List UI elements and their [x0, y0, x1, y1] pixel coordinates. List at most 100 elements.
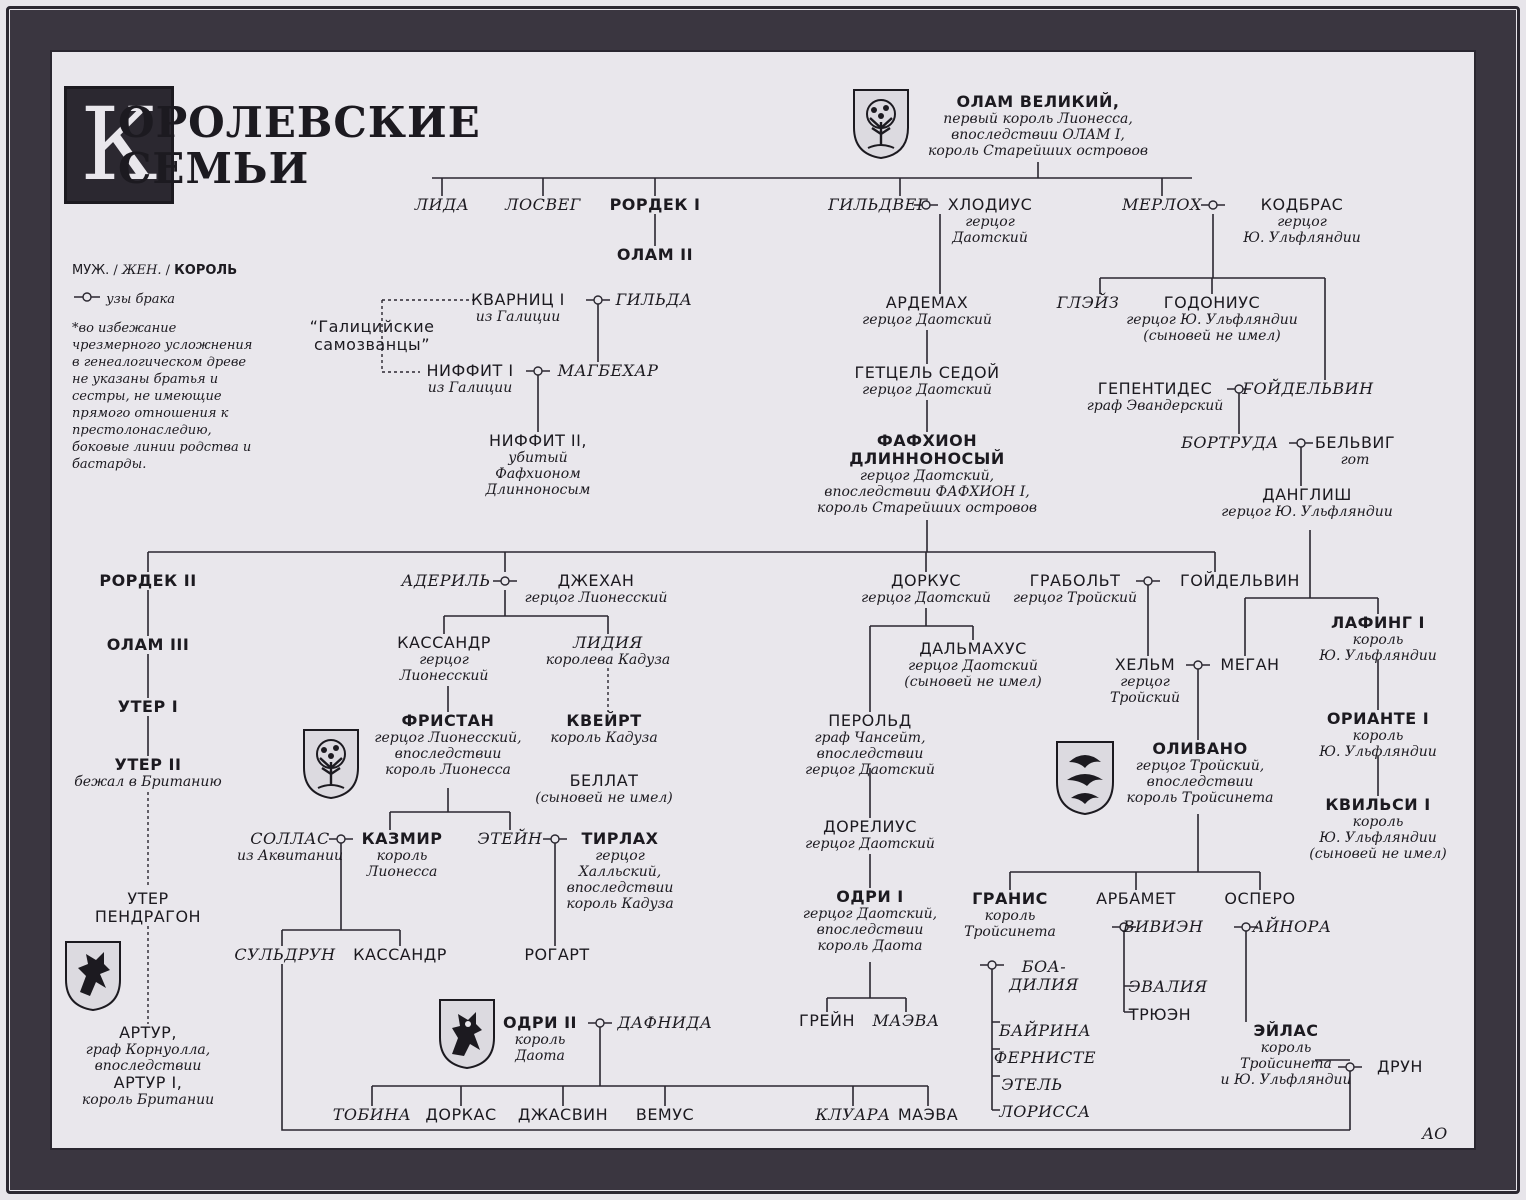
person-title: герцог Даотский,: [859, 468, 995, 484]
tree-line: [826, 608, 974, 1012]
person-name: ЭТЕЙН: [477, 829, 543, 848]
tree-shield-lyonesse: [303, 729, 359, 800]
title-initial: К: [64, 86, 174, 204]
person-title: Длинноносым: [485, 482, 591, 498]
tree-line: [389, 590, 609, 830]
person-name: СОЛЛАС: [250, 829, 330, 848]
person-bellat: БЕЛЛАТ(сыновей не имел): [535, 772, 673, 807]
person-lida: ЛИДА: [415, 196, 469, 214]
tree-line: [281, 964, 1350, 1131]
tree-line: [147, 520, 1216, 572]
person-name: ВЕМУС: [635, 1105, 695, 1124]
person-name: АЙНОРА: [1252, 917, 1332, 936]
person-title: (сыновей не имел): [904, 674, 1042, 690]
person-name: ПЕРОЛЬД: [828, 711, 912, 730]
ornamental-border: [10, 10, 1516, 1190]
person-name: МЕРЛОХ: [1122, 195, 1202, 214]
person-aderil: АДЕРИЛЬ: [401, 572, 490, 590]
person-title: король: [1352, 632, 1404, 648]
dragon-icon: [78, 952, 110, 996]
person-goydelvin1: ГОЙДЕЛЬВИН: [1242, 380, 1373, 398]
person-title: герцог Тройский,: [1135, 758, 1265, 774]
person-suldrun: СУЛЬДРУН: [234, 946, 335, 964]
person-lorissa: ЛОРИССА: [999, 1103, 1090, 1121]
person-title: герцог Даотский: [862, 382, 992, 398]
person-name: ДОРКАС: [425, 1105, 497, 1124]
person-title: король Кадуза: [566, 896, 674, 912]
person-name: ГОЙДЕЛЬВИН: [1180, 571, 1300, 590]
person-rogart: РОГАРТ: [524, 946, 589, 964]
person-name: самозванцы”: [314, 335, 430, 354]
person-title: король: [1352, 728, 1404, 744]
legend-male: МУЖ.: [72, 263, 110, 278]
person-title: Даотский: [952, 230, 1028, 246]
person-name: КВЕЙРТ: [566, 711, 642, 730]
person-name: РОГАРТ: [524, 945, 590, 964]
person-name: ЛИДА: [414, 195, 470, 214]
person-kassandr2: КАССАНДР: [353, 946, 447, 964]
person-name: ОЛАМ ВЕЛИКИЙ,: [956, 92, 1120, 111]
person-name: ГРЕЙН: [798, 1011, 856, 1030]
person-vemus: ВЕМУС: [636, 1106, 694, 1124]
person-name: БАЙРИНА: [998, 1021, 1092, 1040]
marriage-ring-icon: [595, 1018, 605, 1028]
tree-line: [1245, 927, 1351, 1130]
person-name: ОДРИ II: [503, 1013, 577, 1032]
person-gleyz: ГЛЭЙЗ: [1057, 294, 1120, 312]
person-gilda: ГИЛЬДА: [616, 291, 693, 309]
legend-female: ЖЕН.: [121, 263, 162, 278]
marriage-ring-icon: [1208, 200, 1218, 210]
person-name: ХЕЛЬМ: [1114, 655, 1176, 674]
person-name: ВИВИЭН: [1122, 917, 1204, 936]
tree-line: [1099, 214, 1326, 486]
person-name: РОРДЕК II: [99, 571, 197, 590]
person-title: герцог: [965, 214, 1015, 230]
person-name: АРТУР,: [119, 1023, 177, 1042]
person-title: первый король Лионесса,: [943, 111, 1133, 127]
person-name: ТОБИНА: [332, 1105, 412, 1124]
dolphin-icon: [1067, 755, 1103, 804]
person-title: (сыновей не имел): [1309, 846, 1447, 862]
person-ospero: ОСПЕРО: [1224, 890, 1295, 908]
marriage-ring-icon: [593, 295, 603, 305]
person-maeva2: МАЭВА: [898, 1106, 958, 1124]
person-title: граф Корнуолла,: [85, 1042, 211, 1058]
person-title: герцог Лионесский,: [374, 730, 522, 746]
person-title: Тройский: [1110, 690, 1180, 706]
person-title: герцог: [595, 848, 645, 864]
marriage-ring-icon: [921, 200, 931, 210]
person-olam3: ОЛАМ III: [107, 636, 190, 654]
person-name: АДЕРИЛЬ: [401, 571, 491, 590]
marriage-ring-icon: [1345, 1062, 1355, 1072]
person-title: граф Чансейт,: [814, 730, 926, 746]
person-eteyn: ЭТЕЙН: [478, 830, 543, 848]
person-name: ТРЮЭН: [1128, 1005, 1192, 1024]
person-title: Даота: [515, 1048, 565, 1064]
person-title: герцог Лионесский: [524, 590, 668, 606]
lion-shield: [439, 999, 495, 1070]
person-name: ЭТЕЛЬ: [1001, 1075, 1063, 1094]
tree-line: [991, 927, 1134, 1111]
marriage-ring-icon: [550, 834, 560, 844]
person-name: ЛАФИНГ I: [1330, 613, 1426, 632]
person-title: Ю. Ульфляндии: [1319, 830, 1437, 846]
page-title: ОРОЛЕВСКИЕ СЕМЬИ: [118, 100, 481, 192]
tree-line: [926, 214, 941, 432]
tree-line: [1009, 814, 1261, 890]
person-gildveg: ГИЛЬДВЕГ: [828, 196, 928, 214]
person-name: ГИЛЬДА: [615, 290, 693, 309]
person-name: УТЕР: [127, 889, 169, 908]
person-name: ГИЛЬДВЕГ: [828, 195, 928, 214]
